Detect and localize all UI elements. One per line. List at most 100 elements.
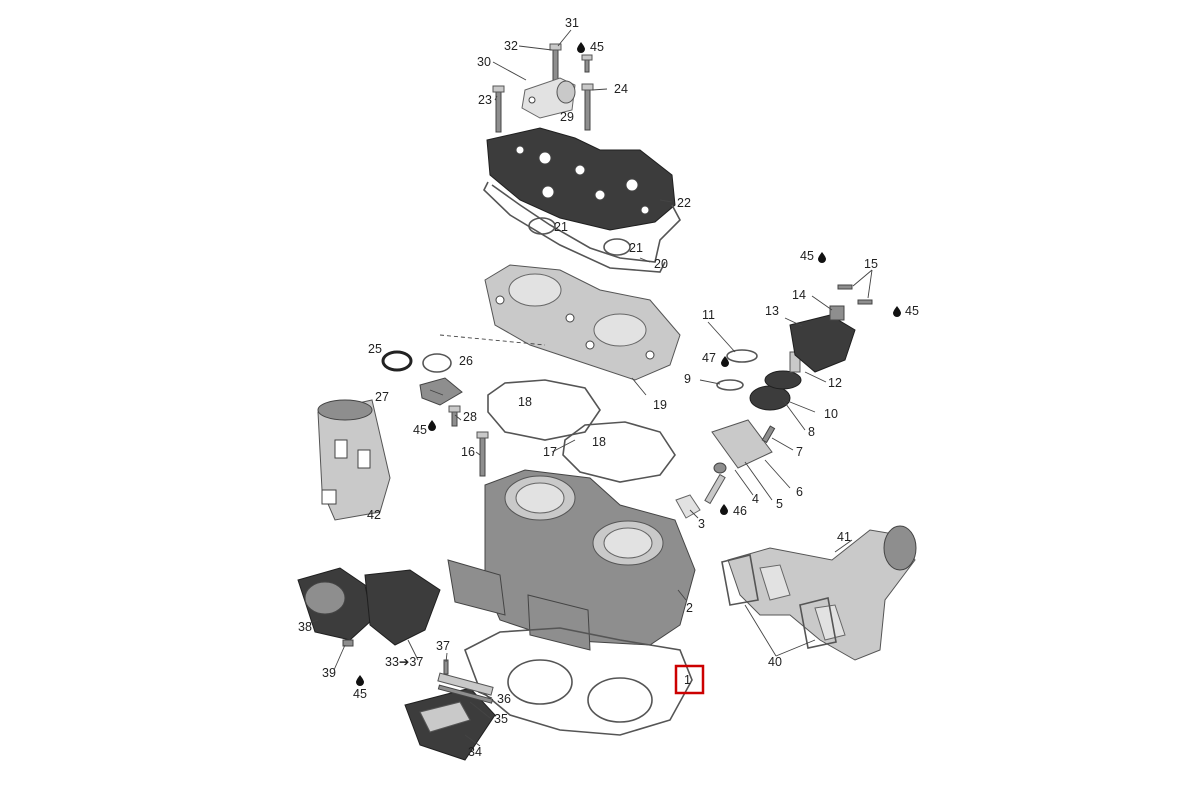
label-27: 27 (375, 390, 389, 404)
label-40: 40 (768, 655, 782, 669)
leader-lines (309, 29, 873, 747)
oil-drop-icon (428, 420, 436, 431)
bolt-32 (581, 54, 593, 73)
bolt-31 (549, 43, 562, 81)
reed-petal-35 (437, 684, 494, 704)
label-36: 36 (497, 692, 511, 706)
screw-28 (448, 405, 461, 427)
label-14: 14 (792, 288, 806, 302)
reed-stopper-36 (437, 672, 494, 696)
gasket-20-outer (483, 181, 666, 273)
label-2: 2 (686, 601, 693, 615)
label-21-right: 21 (629, 241, 643, 255)
label-24: 24 (614, 82, 628, 96)
label-31: 31 (565, 16, 579, 30)
label-39: 39 (322, 666, 336, 680)
screws-15 (837, 284, 873, 305)
label-16: 16 (461, 445, 475, 459)
label-45-right: 45 (905, 304, 919, 318)
label-8: 8 (808, 425, 815, 439)
label-18-right: 18 (592, 435, 606, 449)
label-41: 41 (837, 530, 851, 544)
label-15: 15 (864, 257, 878, 271)
highlight-box (674, 664, 705, 695)
stud-16 (476, 431, 489, 477)
oil-drop-icon (356, 675, 364, 686)
reed-valve-34 (404, 687, 496, 761)
label-20: 20 (654, 257, 668, 271)
o-ring-26 (422, 353, 452, 373)
label-1: 1 (684, 673, 691, 687)
intake-adaptor-38 (297, 567, 441, 646)
base-gasket-1-bore-left (507, 659, 573, 705)
label-30: 30 (477, 55, 491, 69)
gasket-18-right (562, 421, 676, 483)
cylinder-block-2 (484, 469, 696, 646)
cylinder-head-cover-22 (486, 127, 676, 231)
label-11: 11 (702, 308, 715, 322)
o-ring-21-right (603, 238, 631, 256)
o-ring-11 (726, 349, 758, 363)
cylinder-sleeve-42 (317, 399, 391, 521)
highlight-item-1[interactable]: 1 (674, 664, 705, 695)
label-34: 34 (468, 745, 482, 759)
label-46: 46 (733, 504, 747, 518)
screw-37 (443, 659, 449, 675)
cylinder-head-19 (484, 264, 681, 381)
label-3: 3 (698, 517, 705, 531)
piston-12 (764, 351, 802, 390)
label-28: 28 (463, 410, 477, 424)
bolt-24 (581, 83, 594, 131)
label-42: 42 (367, 508, 381, 522)
diaphragm-10 (749, 385, 791, 411)
label-37: 37 (436, 639, 450, 653)
reed-block-left (447, 559, 591, 651)
label-10: 10 (824, 407, 838, 421)
exhaust-gasket-40 (721, 554, 837, 649)
rave-valve-assembly (675, 419, 776, 519)
label-9: 9 (684, 372, 691, 386)
screw-39 (342, 639, 354, 647)
cap-14 (829, 305, 845, 321)
exhaust-manifold-41 (727, 525, 917, 661)
base-gasket-1-bore-right (587, 677, 653, 723)
water-outlet-housing-29 (521, 77, 576, 119)
oil-drop-icon (818, 252, 826, 263)
label-35: 35 (494, 712, 508, 726)
oil-drop-icon (720, 504, 728, 515)
label-29: 29 (560, 110, 574, 124)
o-ring-21-left (528, 217, 556, 235)
label-26: 26 (459, 354, 473, 368)
label-45-left: 45 (413, 423, 427, 437)
label-45-top: 45 (590, 40, 604, 54)
label-7: 7 (796, 445, 803, 459)
gasket-20 (491, 184, 681, 263)
bolt-23 (492, 85, 505, 133)
label-38: 38 (298, 620, 312, 634)
o-ring-9 (716, 379, 744, 391)
label-22: 22 (677, 196, 691, 210)
label-17: 17 (543, 445, 557, 459)
label-45-right-upper: 45 (800, 249, 814, 263)
label-19: 19 (653, 398, 667, 412)
label-18-left: 18 (518, 395, 532, 409)
label-5: 5 (776, 497, 783, 511)
label-12: 12 (828, 376, 842, 390)
cover-plate-27 (419, 377, 463, 406)
label-32: 32 (504, 39, 518, 53)
label-6: 6 (796, 485, 803, 499)
label-13: 13 (765, 304, 779, 318)
label-23: 23 (478, 93, 492, 107)
label-33-37: 33➔37 (385, 655, 423, 669)
oil-drop-icon (721, 356, 729, 367)
label-21-left: 21 (554, 220, 568, 234)
oil-drop-icon (893, 306, 901, 317)
label-4: 4 (752, 492, 759, 506)
label-25: 25 (368, 342, 382, 356)
base-gasket-1 (464, 627, 693, 736)
gasket-18-left (487, 379, 601, 441)
label-47: 47 (702, 351, 716, 365)
callout-labels: 31 32 45 30 23 24 29 22 21 21 20 45 15 1… (298, 16, 919, 759)
